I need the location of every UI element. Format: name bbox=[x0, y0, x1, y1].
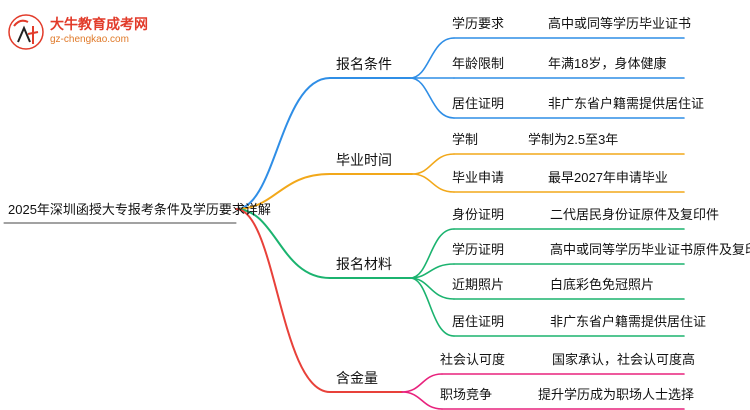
branch-label: 毕业时间 bbox=[336, 152, 392, 168]
root-node-label: 2025年深圳函授大专报考条件及学历要求详解 bbox=[8, 202, 271, 217]
leaf-value: 提升学历成为职场人士选择 bbox=[538, 387, 695, 402]
branch-connector bbox=[235, 208, 331, 279]
leaf-connector bbox=[411, 153, 455, 175]
branch-connector bbox=[235, 173, 331, 210]
leaf-value: 非广东省户籍需提供居住证 bbox=[548, 96, 705, 111]
watermark-url: gz-chengkao.com bbox=[50, 34, 129, 45]
branch-label: 报名条件 bbox=[336, 56, 392, 72]
leaf-label: 居住证明 bbox=[452, 314, 505, 329]
watermark: 大牛教育成考网 gz-chengkao.com bbox=[6, 10, 166, 50]
leaf-value: 最早2027年申请毕业 bbox=[548, 170, 668, 185]
leaf-value: 年满18岁，身体健康 bbox=[548, 56, 667, 71]
leaf-connector bbox=[401, 373, 443, 393]
branch-label: 含金量 bbox=[336, 370, 378, 386]
leaf-label: 学历证明 bbox=[452, 242, 505, 257]
leaf-label: 社会认可度 bbox=[440, 352, 506, 367]
leaf-label: 职场竞争 bbox=[440, 387, 493, 402]
leaf-connector bbox=[409, 37, 455, 79]
leaf-value: 高中或同等学历毕业证书原件及复印件 bbox=[550, 242, 750, 257]
leaf-label: 年龄限制 bbox=[452, 56, 505, 71]
leaf-connector bbox=[409, 77, 455, 119]
leaf-value: 白底彩色免冠照片 bbox=[550, 277, 655, 292]
leaf-connector bbox=[409, 277, 455, 337]
branch-connector bbox=[235, 77, 331, 210]
leaf-value: 学制为2.5至3年 bbox=[528, 132, 619, 147]
watermark-site-name: 大牛教育成考网 bbox=[50, 16, 148, 32]
leaf-value: 国家承认，社会认可度高 bbox=[552, 352, 696, 367]
logo-icon bbox=[8, 14, 44, 50]
leaf-value: 高中或同等学历毕业证书 bbox=[548, 16, 692, 31]
leaf-label: 居住证明 bbox=[452, 96, 505, 111]
leaf-connector bbox=[411, 173, 455, 193]
leaf-label: 身份证明 bbox=[452, 207, 505, 222]
leaf-value: 二代居民身份证原件及复印件 bbox=[550, 207, 720, 222]
branch-connector bbox=[235, 208, 331, 393]
leaf-label: 学制 bbox=[452, 132, 479, 147]
leaf-connector bbox=[401, 391, 443, 410]
leaf-label: 学历要求 bbox=[452, 16, 505, 31]
leaf-connector bbox=[409, 228, 455, 279]
branch-label: 报名材料 bbox=[336, 256, 392, 272]
leaf-label: 毕业申请 bbox=[452, 170, 505, 185]
leaf-label: 近期照片 bbox=[452, 277, 505, 292]
leaf-value: 非广东省户籍需提供居住证 bbox=[550, 314, 707, 329]
